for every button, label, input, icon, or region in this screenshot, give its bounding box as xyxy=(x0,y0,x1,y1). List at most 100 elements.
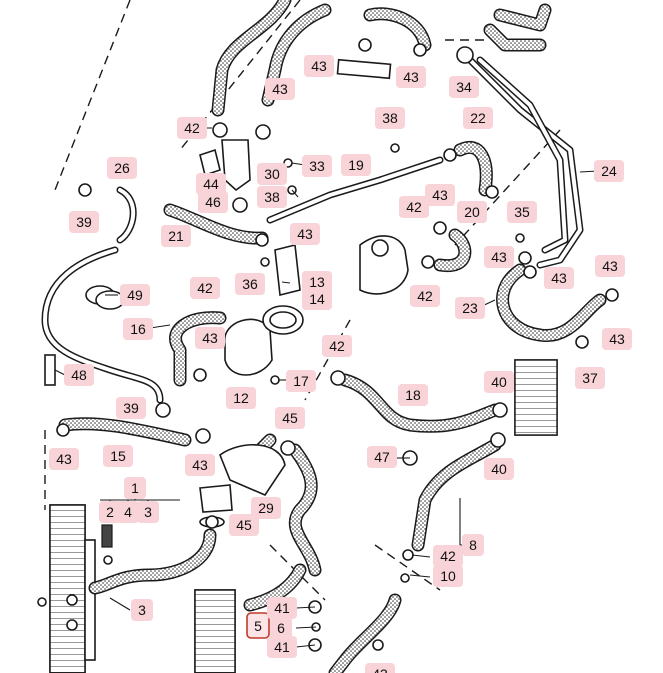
svg-text:36: 36 xyxy=(242,276,258,292)
svg-text:37: 37 xyxy=(582,370,598,386)
label-37: 37 xyxy=(575,367,605,389)
label-24: 24 xyxy=(594,160,624,182)
svg-text:10: 10 xyxy=(440,568,456,584)
svg-text:26: 26 xyxy=(114,160,130,176)
label-43-j: 43 xyxy=(195,327,225,349)
label-43-a: 43 xyxy=(304,55,334,77)
label-22: 22 xyxy=(463,107,493,129)
svg-text:41: 41 xyxy=(274,639,290,655)
svg-text:2: 2 xyxy=(106,504,114,520)
svg-text:42: 42 xyxy=(184,120,200,136)
label-36: 36 xyxy=(235,273,265,295)
svg-text:22: 22 xyxy=(470,110,486,126)
svg-text:48: 48 xyxy=(71,367,87,383)
svg-text:43: 43 xyxy=(202,330,218,346)
label-39-upper: 39 xyxy=(69,211,99,233)
label-4: 4 xyxy=(117,501,139,523)
label-43-f: 43 xyxy=(484,246,514,268)
radiator xyxy=(37,504,236,673)
label-12: 12 xyxy=(226,387,256,409)
label-34: 34 xyxy=(449,76,479,98)
svg-text:43: 43 xyxy=(403,69,419,85)
svg-text:35: 35 xyxy=(514,204,530,220)
svg-text:43: 43 xyxy=(372,666,388,673)
svg-text:40: 40 xyxy=(491,374,507,390)
svg-text:18: 18 xyxy=(405,387,421,403)
svg-text:12: 12 xyxy=(233,390,249,406)
svg-text:3: 3 xyxy=(144,504,152,520)
label-33: 33 xyxy=(302,155,332,177)
label-43-k: 43 xyxy=(49,448,79,470)
thin-lines xyxy=(41,56,584,404)
svg-text:47: 47 xyxy=(374,449,390,465)
svg-text:43: 43 xyxy=(609,331,625,347)
svg-text:14: 14 xyxy=(309,291,325,307)
svg-text:23: 23 xyxy=(462,300,478,316)
svg-text:43: 43 xyxy=(602,258,618,274)
label-42-c: 42 xyxy=(190,277,220,299)
svg-text:24: 24 xyxy=(601,163,617,179)
label-13: 13 xyxy=(302,271,332,293)
svg-text:34: 34 xyxy=(456,79,472,95)
label-42-b: 42 xyxy=(399,196,429,218)
svg-text:29: 29 xyxy=(258,500,274,516)
label-1: 1 xyxy=(124,477,146,499)
label-43-e: 43 xyxy=(290,223,320,245)
svg-text:43: 43 xyxy=(56,451,72,467)
svg-text:5: 5 xyxy=(254,618,262,634)
label-42-f: 42 xyxy=(433,545,463,567)
svg-text:42: 42 xyxy=(417,288,433,304)
svg-text:4: 4 xyxy=(124,504,132,520)
svg-text:46: 46 xyxy=(205,194,221,210)
svg-text:43: 43 xyxy=(311,58,327,74)
svg-text:43: 43 xyxy=(272,81,288,97)
label-15: 15 xyxy=(103,445,133,467)
label-41-lower: 41 xyxy=(267,636,297,658)
svg-text:21: 21 xyxy=(168,228,184,244)
label-43-m: 43 xyxy=(365,663,395,673)
svg-text:8: 8 xyxy=(469,537,477,553)
svg-text:43: 43 xyxy=(551,270,567,286)
label-42-e: 42 xyxy=(322,335,352,357)
svg-text:38: 38 xyxy=(264,189,280,205)
label-17: 17 xyxy=(286,370,316,392)
label-18: 18 xyxy=(398,384,428,406)
label-47: 47 xyxy=(367,446,397,468)
label-30: 30 xyxy=(257,163,287,185)
svg-text:49: 49 xyxy=(127,287,143,303)
svg-text:40: 40 xyxy=(491,461,507,477)
label-46: 46 xyxy=(198,191,228,213)
label-20: 20 xyxy=(457,201,487,223)
svg-text:16: 16 xyxy=(130,321,146,337)
label-43-d: 43 xyxy=(425,184,455,206)
svg-text:3: 3 xyxy=(138,602,146,618)
label-49: 49 xyxy=(120,284,150,306)
label-40-lower: 40 xyxy=(484,458,514,480)
svg-text:6: 6 xyxy=(277,620,285,636)
label-39-lower: 39 xyxy=(116,397,146,419)
svg-text:43: 43 xyxy=(491,249,507,265)
svg-text:30: 30 xyxy=(264,166,280,182)
label-38-lower: 38 xyxy=(257,186,287,208)
label-10: 10 xyxy=(433,565,463,587)
svg-text:13: 13 xyxy=(309,274,325,290)
svg-text:39: 39 xyxy=(76,214,92,230)
components xyxy=(44,38,619,652)
label-5-highlighted: 5 xyxy=(246,612,270,639)
label-38-upper: 38 xyxy=(375,107,405,129)
label-2: 2 xyxy=(99,501,121,523)
label-43-i: 43 xyxy=(602,328,632,350)
label-43-b: 43 xyxy=(396,66,426,88)
label-48: 48 xyxy=(64,364,94,386)
label-42-d: 42 xyxy=(410,285,440,307)
svg-text:33: 33 xyxy=(309,158,325,174)
svg-text:42: 42 xyxy=(197,280,213,296)
label-3-lower: 3 xyxy=(131,599,153,621)
label-41-upper: 41 xyxy=(267,597,297,619)
label-19: 19 xyxy=(341,154,371,176)
reference-labels: 1 2 3 3 4 5 6 8 10 12 13 14 15 16 17 18 … xyxy=(49,55,632,673)
svg-text:43: 43 xyxy=(192,457,208,473)
svg-text:43: 43 xyxy=(432,187,448,203)
svg-text:19: 19 xyxy=(348,157,364,173)
